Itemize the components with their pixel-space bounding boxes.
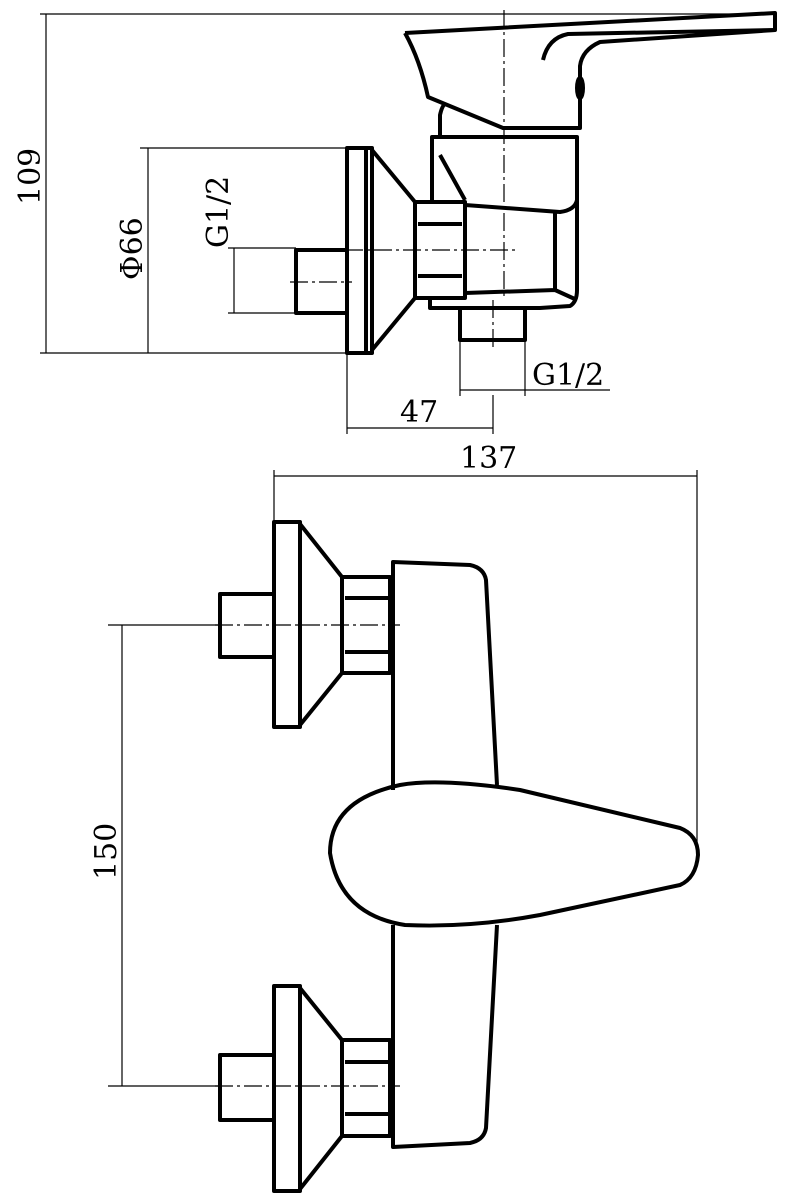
dimension-lines-side [40, 13, 776, 434]
width-dim-label: 137 [460, 441, 517, 476]
dimension-lines-front [108, 470, 698, 1087]
faucet-side-outline [294, 11, 777, 355]
faucet-front-outline [218, 520, 700, 1193]
inlet-thread-label: G1/2 [201, 176, 236, 248]
depth-dim-label: 47 [400, 395, 438, 430]
front-view: 137 150 [89, 441, 700, 1193]
side-view: 109 Φ66 G1/2 G1/2 47 [13, 10, 777, 434]
escutcheon-dim-label: Φ66 [115, 217, 150, 280]
outlet-thread-label: G1/2 [532, 358, 604, 393]
center-lines-front [215, 624, 400, 1087]
center-lines-side [290, 10, 518, 350]
height-dim-label: 109 [13, 148, 48, 205]
center-distance-dim-label: 150 [89, 823, 124, 880]
